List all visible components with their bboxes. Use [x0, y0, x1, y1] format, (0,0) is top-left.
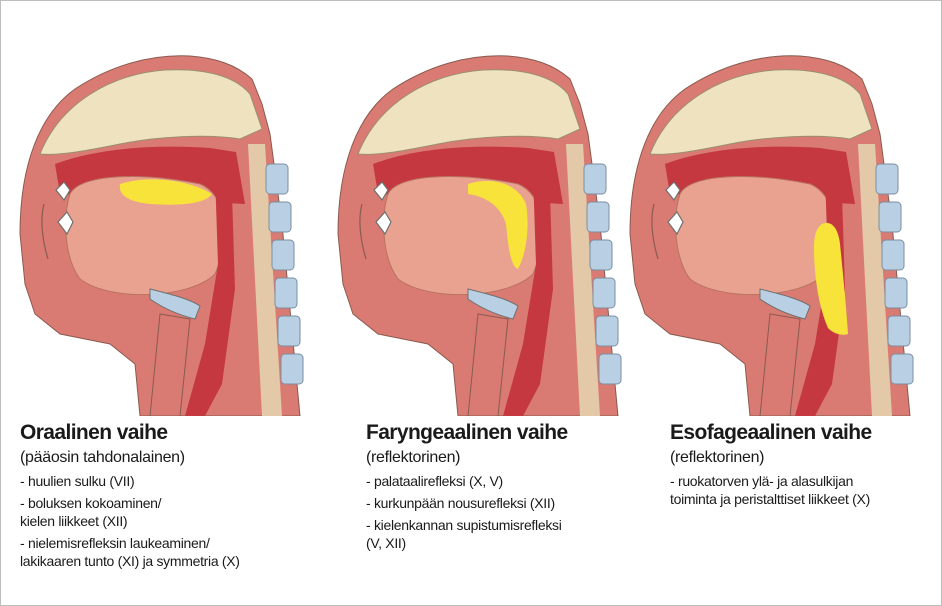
list-item: - ruokatorven ylä- ja alasulkijan toimin… — [670, 472, 942, 508]
reflex-list: - huulien sulku (VII) - boluksen kokoami… — [20, 472, 320, 570]
pharyngeal-phase-illustration — [318, 44, 628, 416]
head-section — [338, 56, 621, 416]
phase-title: Oraalinen vaihe — [20, 420, 320, 446]
head-section — [630, 56, 913, 416]
reflex-list: - ruokatorven ylä- ja alasulkijan toimin… — [670, 472, 942, 508]
esophageal-phase-caption: Esofageaalinen vaihe (reflektorinen) - r… — [670, 420, 942, 512]
pharyngeal-phase-panel: Faryngeaalinen vaihe (reflektorinen) - p… — [318, 0, 628, 606]
list-item: - nielemisrefleksin laukeaminen/ lakikaa… — [20, 534, 320, 570]
oral-phase-caption: Oraalinen vaihe (pääosin tahdonalainen) … — [20, 420, 320, 574]
oral-phase-illustration — [0, 44, 310, 416]
phase-subtitle: (reflektorinen) — [670, 447, 942, 469]
phase-subtitle: (pääosin tahdonalainen) — [20, 447, 320, 469]
phase-title: Esofageaalinen vaihe — [670, 420, 942, 446]
list-item: - boluksen kokoaminen/ kielen liikkeet (… — [20, 494, 320, 530]
head-section — [20, 56, 303, 416]
oral-phase-panel: Oraalinen vaihe (pääosin tahdonalainen) … — [0, 0, 310, 606]
esophageal-phase-illustration — [610, 44, 920, 416]
esophageal-phase-panel: Esofageaalinen vaihe (reflektorinen) - r… — [610, 0, 920, 606]
list-item: - huulien sulku (VII) — [20, 472, 320, 490]
